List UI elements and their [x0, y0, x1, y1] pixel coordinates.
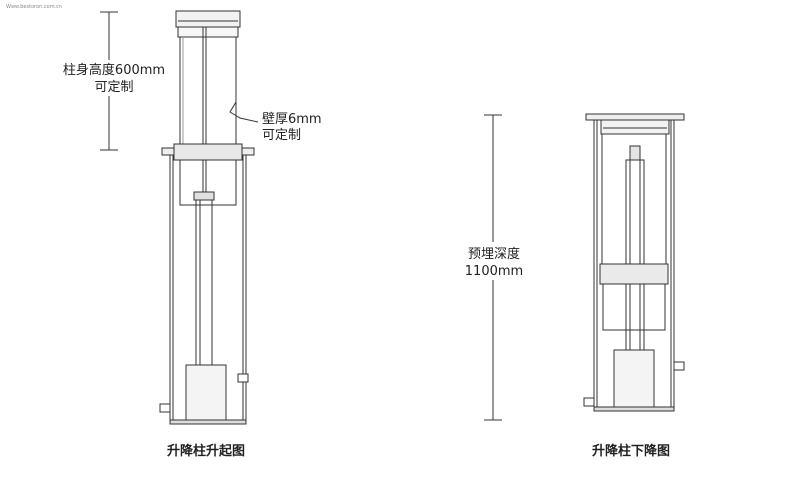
depth-label-backdrop — [462, 242, 526, 280]
lowered-caption: 升降柱下降图 — [592, 443, 670, 459]
embed-depth-value: 1100mm — [465, 264, 523, 279]
wall-thickness-leader — [229, 101, 259, 123]
embed-depth-label: 预埋深度 — [468, 246, 520, 262]
column-height-note: 可定制 — [94, 80, 133, 95]
lowered-bollard-drawing — [583, 113, 685, 412]
wall-thickness-label: 壁厚6mm — [262, 112, 322, 127]
raised-bollard-drawing — [159, 10, 255, 425]
watermark-text: Www.bestoron.com.cn — [6, 4, 62, 10]
wall-thickness-note: 可定制 — [262, 128, 301, 143]
column-height-label: 柱身高度600mm — [63, 62, 165, 78]
raised-caption: 升降柱升起图 — [167, 443, 245, 459]
height-label-backdrop — [62, 60, 166, 96]
